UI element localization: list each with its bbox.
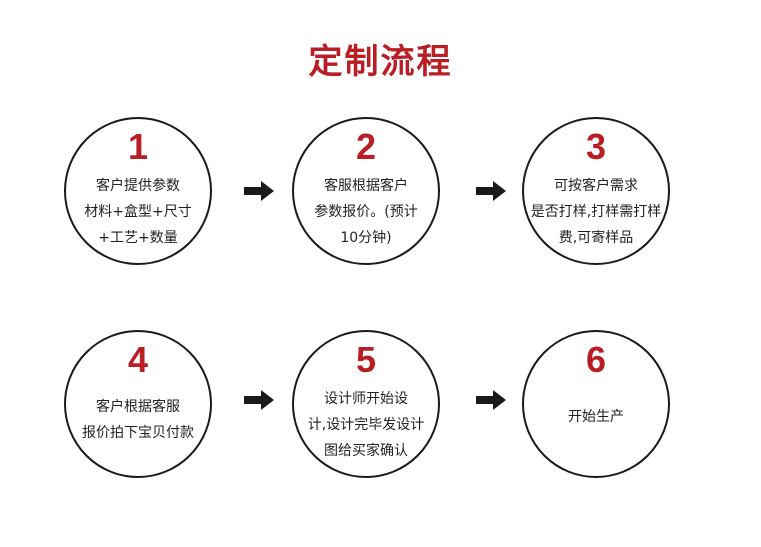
step-1-line-3: +工艺+数量	[98, 230, 178, 246]
step-5-line-2: 计,设计完毕发设计	[307, 417, 425, 433]
step-3-description: 可按客户需求 是否打样,打样需打样 费,可寄样品	[530, 173, 662, 251]
step-2-description: 客服根据客户 参数报价。(预计 10分钟)	[300, 173, 432, 251]
step-1-description: 客户提供参数 材料+盒型+尺寸 +工艺+数量	[72, 173, 204, 251]
step-6-line-1: 开始生产	[568, 409, 624, 425]
step-2-line-1: 客服根据客户	[324, 178, 408, 194]
step-6-description: 开始生产	[530, 404, 662, 430]
step-3-line-3: 费,可寄样品	[558, 230, 634, 246]
step-4-description: 客户根据客服 报价拍下宝贝付款	[72, 394, 204, 446]
step-3-circle: 3 可按客户需求 是否打样,打样需打样 费,可寄样品	[522, 117, 670, 265]
step-4-line-2: 报价拍下宝贝付款	[82, 425, 194, 441]
step-1-line-2: 材料+盒型+尺寸	[84, 204, 192, 220]
step-6-circle: 6 开始生产	[522, 330, 670, 478]
step-5-line-3: 图给买家确认	[324, 443, 408, 459]
step-5-circle: 5 设计师开始设 计,设计完毕发设计 图给买家确认	[292, 330, 440, 478]
step-2-circle: 2 客服根据客户 参数报价。(预计 10分钟)	[292, 117, 440, 265]
step-4-number: 4	[127, 339, 149, 380]
arrow-right-icon	[244, 390, 274, 410]
step-3-number: 3	[585, 126, 607, 167]
step-2-number: 2	[355, 126, 377, 167]
step-5-line-1: 设计师开始设	[324, 391, 408, 407]
step-2-line-3: 10分钟)	[340, 230, 392, 246]
step-3-line-1: 可按客户需求	[554, 178, 638, 194]
step-6-number: 6	[585, 339, 607, 380]
page-title: 定制流程	[308, 42, 453, 82]
step-1-line-1: 客户提供参数	[96, 178, 180, 194]
step-4-circle: 4 客户根据客服 报价拍下宝贝付款	[64, 330, 212, 478]
step-5-number: 5	[355, 339, 377, 380]
step-2-line-2: 参数报价。(预计	[314, 204, 418, 220]
step-5-description: 设计师开始设 计,设计完毕发设计 图给买家确认	[300, 386, 432, 464]
arrow-right-icon	[476, 390, 506, 410]
arrow-right-icon	[476, 181, 506, 201]
arrow-right-icon	[244, 181, 274, 201]
step-4-line-1: 客户根据客服	[96, 399, 180, 415]
step-1-circle: 1 客户提供参数 材料+盒型+尺寸 +工艺+数量	[64, 117, 212, 265]
step-3-line-2: 是否打样,打样需打样	[530, 204, 662, 220]
step-1-number: 1	[127, 126, 149, 167]
